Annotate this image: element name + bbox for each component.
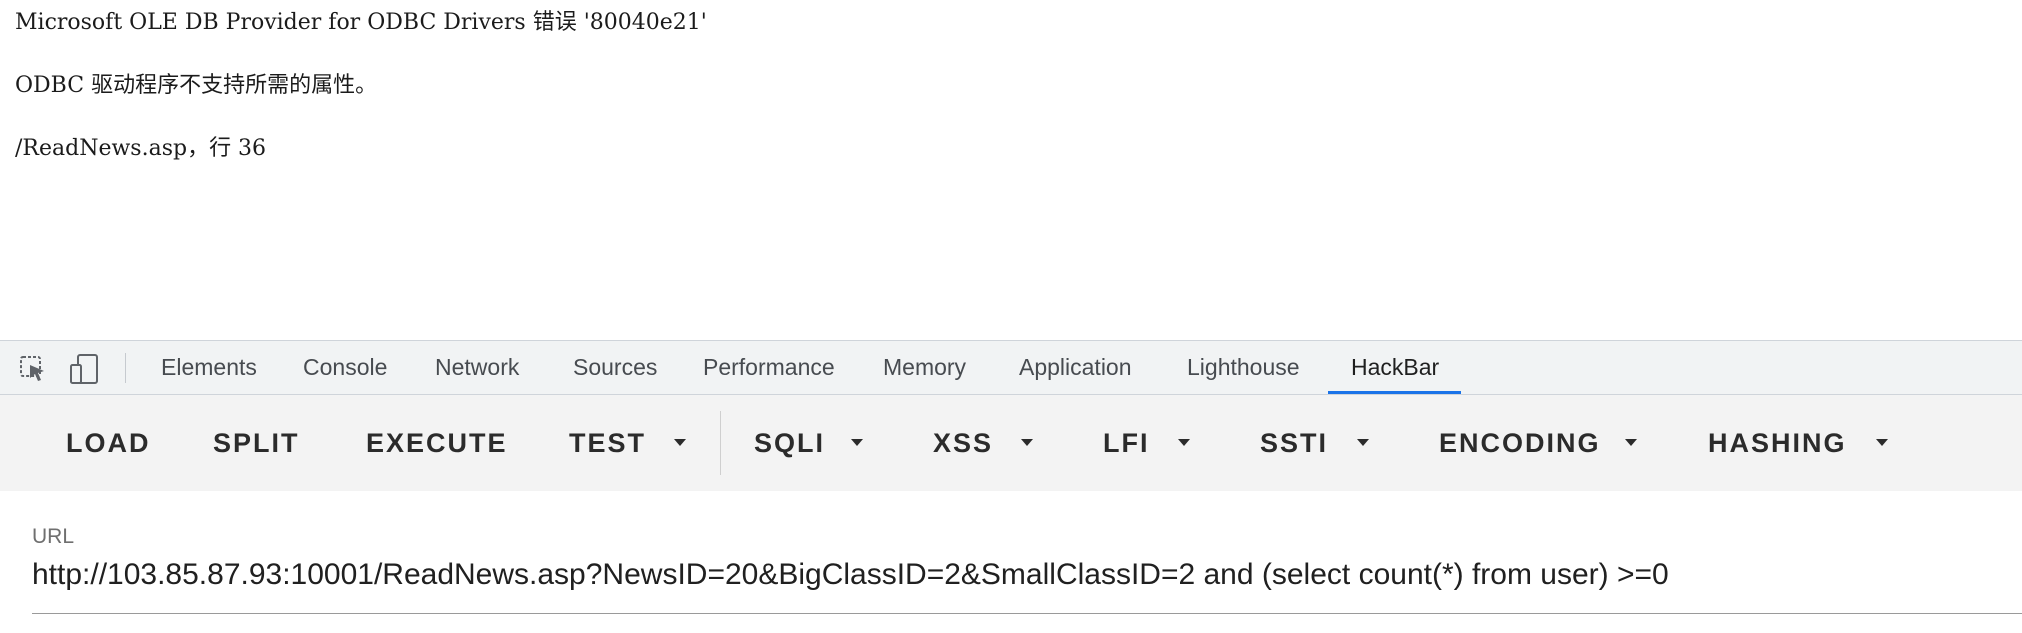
chevron-down-icon xyxy=(1625,439,1637,446)
inspect-element-icon[interactable] xyxy=(17,353,49,385)
xss-menu-button[interactable]: XSS xyxy=(933,428,994,458)
chevron-down-icon xyxy=(851,439,863,446)
chevron-down-icon xyxy=(1178,439,1190,446)
url-input-underline xyxy=(32,613,2022,614)
page-content: Microsoft OLE DB Provider for ODBC Drive… xyxy=(15,10,707,161)
chevron-down-icon xyxy=(1021,439,1033,446)
load-button[interactable]: LOAD xyxy=(66,428,151,458)
sqli-menu-button[interactable]: SQLI xyxy=(754,428,826,458)
chevron-down-icon xyxy=(1876,439,1888,446)
url-label: URL xyxy=(32,525,75,548)
device-toggle-icon[interactable] xyxy=(69,353,101,385)
devtools-panel: Elements Console Network Sources Perform… xyxy=(0,340,2022,633)
test-menu-button[interactable]: TEST xyxy=(569,428,647,458)
error-location: /ReadNews.asp，行 36 xyxy=(15,136,267,161)
encoding-menu-button[interactable]: ENCODING xyxy=(1439,428,1601,458)
chevron-down-icon xyxy=(674,439,686,446)
tab-sources[interactable]: Sources xyxy=(573,354,658,380)
devtools-tabbar: Elements Console Network Sources Perform… xyxy=(0,341,2022,395)
execute-button[interactable]: EXECUTE xyxy=(366,428,508,458)
tab-console[interactable]: Console xyxy=(303,354,388,380)
tab-lighthouse[interactable]: Lighthouse xyxy=(1187,354,1300,380)
tab-memory[interactable]: Memory xyxy=(883,354,967,380)
error-title: Microsoft OLE DB Provider for ODBC Drive… xyxy=(15,10,707,35)
tab-application[interactable]: Application xyxy=(1019,354,1132,380)
chevron-down-icon xyxy=(1357,439,1369,446)
hackbar-toolbar: LOAD SPLIT EXECUTE TEST SQLI XSS LFI SST… xyxy=(0,395,2022,491)
error-message: ODBC 驱动程序不支持所需的属性。 xyxy=(15,73,378,98)
ssti-menu-button[interactable]: SSTI xyxy=(1260,428,1329,458)
tab-performance[interactable]: Performance xyxy=(703,354,835,380)
tab-network[interactable]: Network xyxy=(435,354,520,380)
tab-elements[interactable]: Elements xyxy=(161,354,257,380)
tabbar-separator xyxy=(125,353,126,383)
active-tab-indicator xyxy=(1328,391,1461,394)
hashing-menu-button[interactable]: HASHING xyxy=(1708,428,1847,458)
lfi-menu-button[interactable]: LFI xyxy=(1103,428,1150,458)
split-button[interactable]: SPLIT xyxy=(213,428,300,458)
tab-hackbar[interactable]: HackBar xyxy=(1351,354,1440,380)
toolbar-separator xyxy=(720,411,721,475)
url-input[interactable]: http://103.85.87.93:10001/ReadNews.asp?N… xyxy=(32,558,1669,591)
